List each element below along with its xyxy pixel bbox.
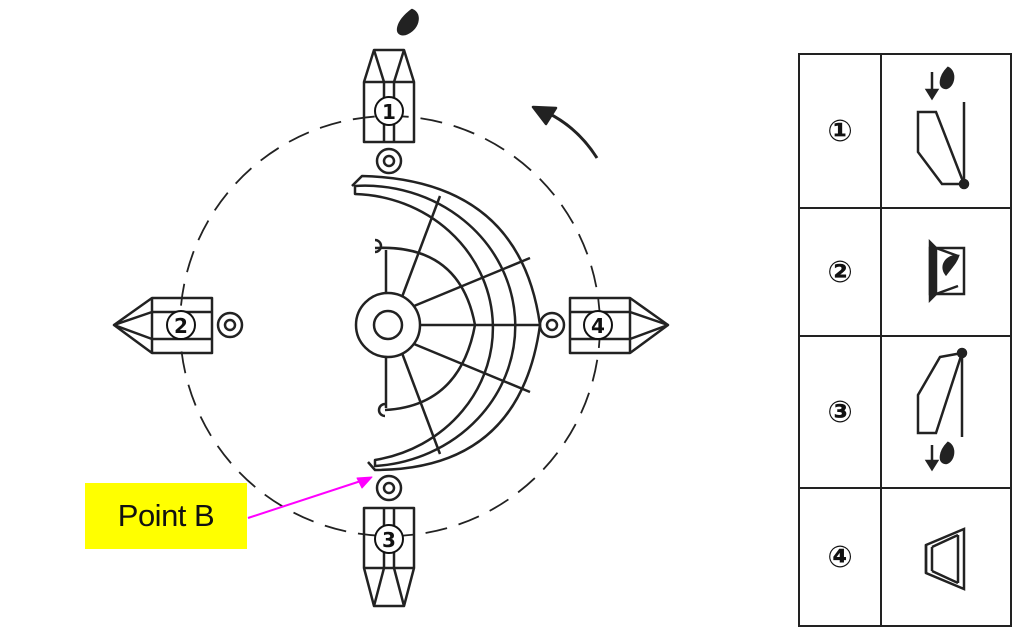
legend-number-4: ④ xyxy=(797,487,883,627)
legend-row-3: ③ xyxy=(797,335,1012,489)
rotation-arrow-icon xyxy=(547,111,599,159)
station-2-label-bg xyxy=(166,310,196,340)
legend-number-1: ① xyxy=(797,53,883,209)
station-3-label: 3 xyxy=(382,528,396,552)
mold-tilt-dump-icon xyxy=(916,347,968,472)
station-2-label: 2 xyxy=(174,314,188,338)
station-legend-table: ① ② xyxy=(797,53,1012,627)
mold-fill-down-icon xyxy=(916,66,970,190)
legend-row-1: ① xyxy=(797,53,1012,209)
mold-open-pour-icon xyxy=(928,238,966,304)
point-b-label: Point B xyxy=(85,483,247,549)
station-4-label: 4 xyxy=(591,314,605,338)
rotation-arrowhead-icon xyxy=(531,105,558,126)
legend-row-4: ④ xyxy=(797,487,1012,627)
rotary-table xyxy=(351,174,542,472)
station-2-mold xyxy=(112,296,244,355)
legend-row-2: ② xyxy=(797,207,1012,337)
point-b-arrowhead-icon xyxy=(356,476,373,489)
station-1-label: 1 xyxy=(382,100,396,124)
station-4-label-bg xyxy=(583,310,613,340)
legend-number-2: ② xyxy=(797,207,883,337)
station-1-label-bg xyxy=(374,96,404,126)
pour-drop-icon xyxy=(396,8,419,36)
station-3-label-bg xyxy=(374,524,404,554)
mold-closed-icon xyxy=(924,527,966,591)
legend-number-3: ③ xyxy=(797,335,883,489)
point-b-arrow xyxy=(247,477,371,519)
station-1-mold xyxy=(362,48,416,175)
